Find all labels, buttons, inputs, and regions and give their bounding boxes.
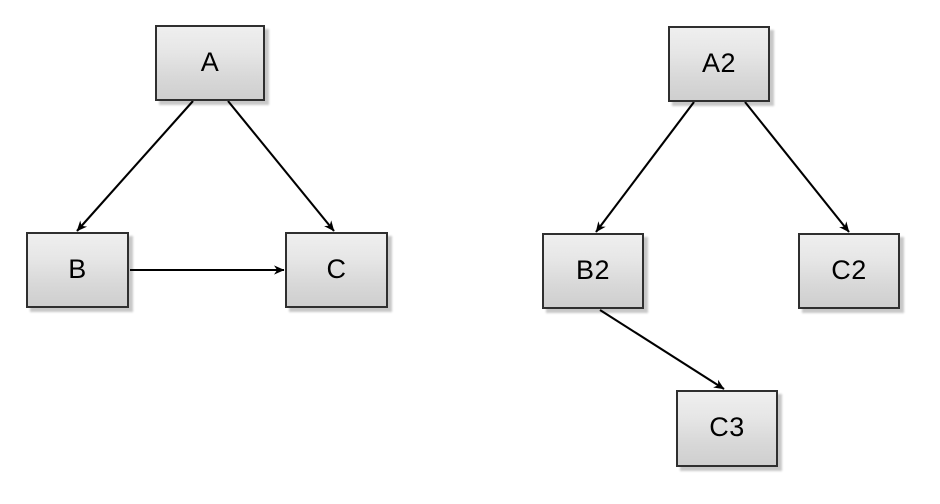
edge-a2-to-b2 xyxy=(595,101,695,233)
node-a2[interactable]: A2 xyxy=(668,26,770,102)
edge-a2-to-c2 xyxy=(744,101,850,233)
node-label-c3: C3 xyxy=(709,412,745,442)
node-c[interactable]: C xyxy=(285,232,388,308)
node-c2[interactable]: C2 xyxy=(798,233,900,309)
node-label-a: A xyxy=(200,46,220,77)
edge-b2-to-c3 xyxy=(599,309,725,390)
node-label-c2: C2 xyxy=(831,254,867,285)
edges-group xyxy=(76,100,850,390)
edge-a-to-b xyxy=(76,100,194,232)
node-b2[interactable]: B2 xyxy=(542,233,644,309)
node-label-a2: A2 xyxy=(701,47,737,78)
node-label-b2: B2 xyxy=(575,254,611,285)
edge-a-to-c xyxy=(227,100,335,232)
node-label-b: B xyxy=(68,253,87,284)
node-a[interactable]: A xyxy=(155,25,265,101)
node-b[interactable]: B xyxy=(26,232,129,308)
node-c3[interactable]: C3 xyxy=(676,390,778,467)
node-label-c: C xyxy=(326,253,347,284)
